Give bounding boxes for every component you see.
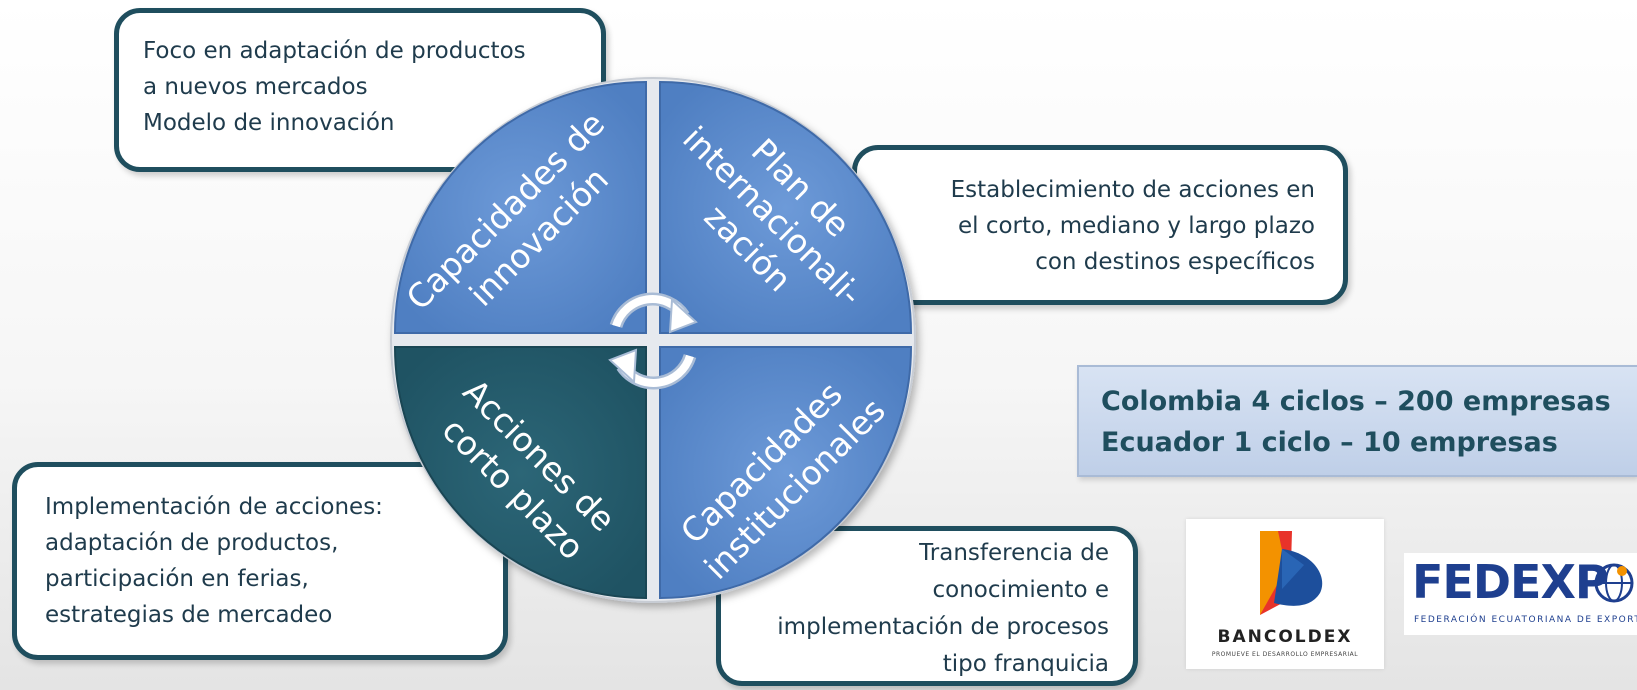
fedexpor-logo: FEDEXP FEDERACIÓN ECUATORIANA DE EXPORTA… [1404,553,1637,635]
bancoldex-mark-icon [1260,531,1323,615]
callout-line: Foco en adaptación de productos [143,38,526,64]
bancoldex-tagline: PROMUEVE EL DESARROLLO EMPRESARIAL [1211,651,1359,658]
bancoldex-logo: BANCOLDEX PROMUEVE EL DESARROLLO EMPRESA… [1186,519,1384,669]
quadrant-internationalization [659,80,913,334]
callout-line: conocimiento e [932,577,1109,603]
stats-ecuador: Ecuador 1 ciclo – 10 empresas [1101,427,1558,458]
callout-line: implementación de procesos [777,614,1109,640]
callout-line: a nuevos mercados [143,74,368,100]
stats-banner: Colombia 4 ciclos – 200 empresas Ecuador… [1077,365,1637,477]
quadrant-short-term [393,346,647,600]
fedexpor-wordmark: FEDEXP [1412,555,1609,609]
callout-line: con destinos específicos [1035,249,1315,275]
callout-innovation: Foco en adaptación de productos a nuevos… [114,8,606,172]
circular-arrows-icon [608,292,698,390]
callout-line: el corto, mediano y largo plazo [957,213,1315,239]
stats-colombia: Colombia 4 ciclos – 200 empresas [1101,386,1611,417]
callout-line: Transferencia de [919,540,1109,566]
callout-short-term-actions: Implementación de acciones: adaptación d… [12,462,508,660]
globe-icon [1594,563,1634,603]
callout-line: Establecimiento de acciones en [950,177,1315,203]
callout-line: participación en ferias, [45,566,309,592]
callout-line: adaptación de productos, [45,530,339,556]
callout-line: tipo franquicia [942,651,1109,677]
quadrant-innovation [393,80,647,334]
callout-line: estrategias de mercadeo [45,602,333,628]
callout-line: Implementación de acciones: [45,494,383,520]
quadrant-institutional [659,346,913,600]
fedexpor-tagline: FEDERACIÓN ECUATORIANA DE EXPORTADORES [1414,615,1637,625]
callout-line: Modelo de innovación [143,110,395,136]
bancoldex-wordmark: BANCOLDEX [1217,627,1353,647]
